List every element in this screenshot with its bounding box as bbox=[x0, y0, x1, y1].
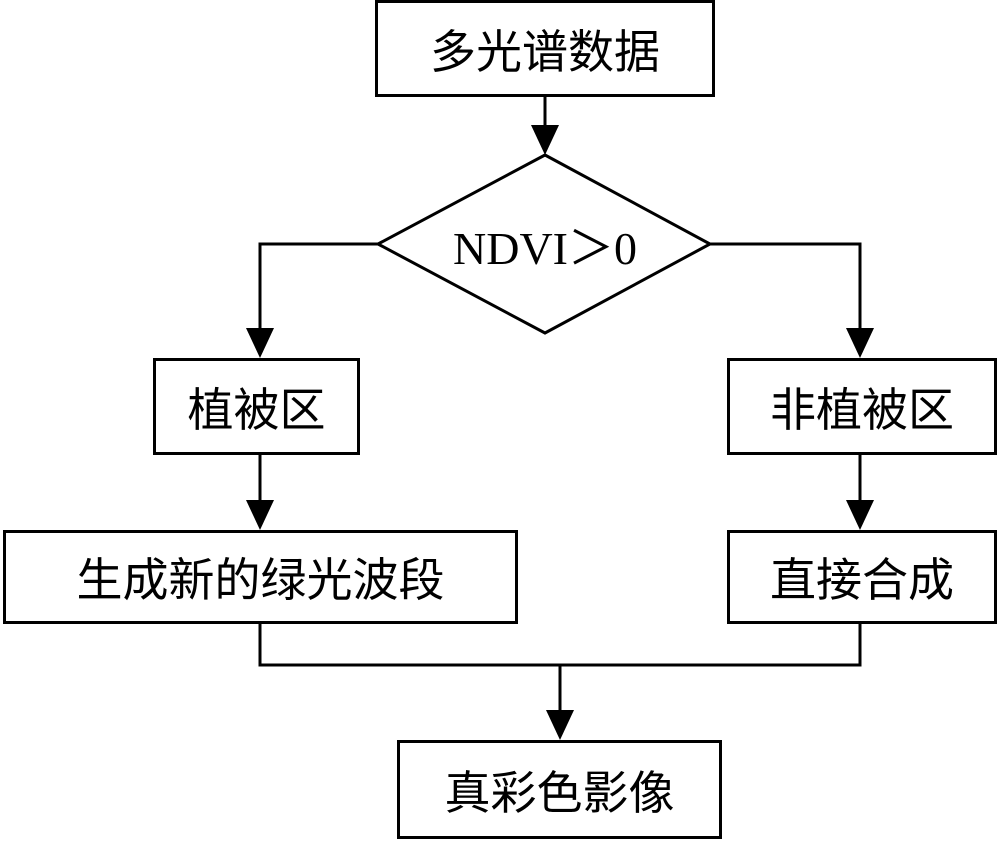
arrow-decision-to-non-vegetation bbox=[710, 242, 862, 338]
direct-composite-node: 直接合成 bbox=[727, 530, 997, 624]
arrowhead-vegetation bbox=[246, 328, 274, 358]
arrowhead-output bbox=[546, 710, 574, 740]
arrowhead-composite bbox=[846, 500, 874, 530]
new-green-band-node: 生成新的绿光波段 bbox=[3, 530, 518, 624]
merge-line bbox=[258, 622, 862, 667]
arrow-decision-to-vegetation bbox=[258, 242, 378, 338]
arrowhead-decision bbox=[531, 125, 559, 155]
input-node: 多光谱数据 bbox=[375, 0, 715, 97]
arrowhead-green-band bbox=[246, 500, 274, 530]
non-vegetation-node: 非植被区 bbox=[727, 358, 997, 455]
arrowhead-non-vegetation bbox=[846, 328, 874, 358]
decision-label: NDVI＞0 bbox=[453, 223, 637, 274]
decision-diamond bbox=[374, 153, 714, 335]
output-node: 真彩色影像 bbox=[397, 740, 722, 839]
vegetation-node: 植被区 bbox=[153, 358, 360, 455]
